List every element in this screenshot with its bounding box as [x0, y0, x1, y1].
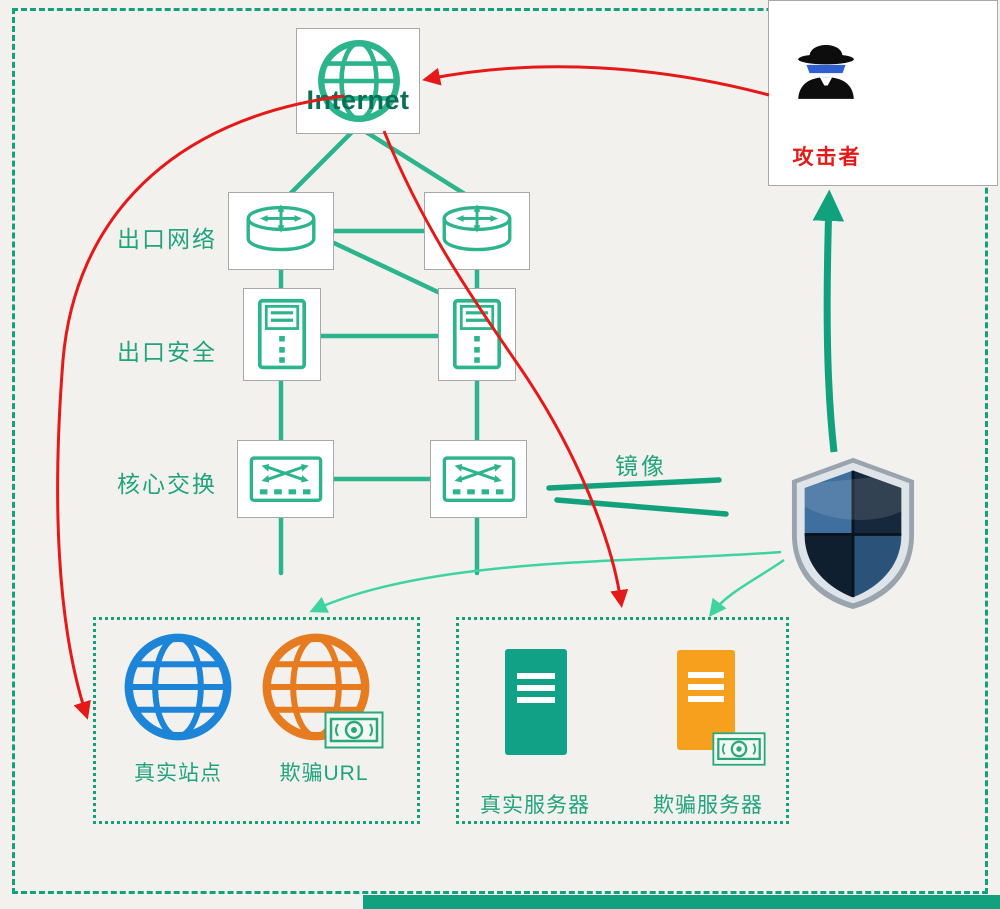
attacker-label: 攻击者 — [792, 146, 862, 169]
server-group-box — [456, 617, 789, 824]
fake-server-label: 欺骗服务器 — [653, 794, 763, 817]
switch-node-left — [237, 440, 334, 518]
real-site-globe-icon — [124, 633, 232, 741]
real-server-label: 真实服务器 — [480, 794, 590, 817]
switch-node-right — [430, 440, 527, 518]
exit-security-label: 出口安全 — [117, 339, 217, 365]
mirror-label: 镜像 — [615, 453, 667, 479]
shield-icon — [791, 457, 915, 610]
switch-icon — [442, 456, 515, 502]
firewall-icon — [257, 299, 307, 370]
firewall-node-left — [243, 288, 321, 381]
money-badge-icon — [324, 711, 384, 749]
firewall-icon — [452, 299, 502, 370]
firewall-node-right — [438, 288, 516, 381]
router-icon — [246, 204, 316, 252]
bottom-teal-bar — [363, 895, 1000, 909]
router-node-left — [228, 192, 334, 270]
fake-server-icon — [677, 650, 735, 750]
internet-label: Internet — [306, 85, 410, 115]
real-server-icon — [505, 649, 567, 755]
fake-url-label: 欺骗URL — [279, 762, 369, 785]
internet-node: Internet — [296, 28, 420, 134]
switch-icon — [249, 456, 322, 502]
money-badge-icon — [712, 732, 766, 766]
core-switch-label: 核心交换 — [117, 471, 217, 497]
exit-network-label: 出口网络 — [117, 226, 217, 252]
attacker-node: 攻击者 — [768, 0, 998, 186]
diagram-dashed-border — [12, 8, 988, 894]
spy-icon — [798, 45, 854, 99]
real-site-label: 真实站点 — [134, 762, 222, 785]
router-node-right — [424, 192, 530, 270]
router-icon — [442, 204, 512, 252]
